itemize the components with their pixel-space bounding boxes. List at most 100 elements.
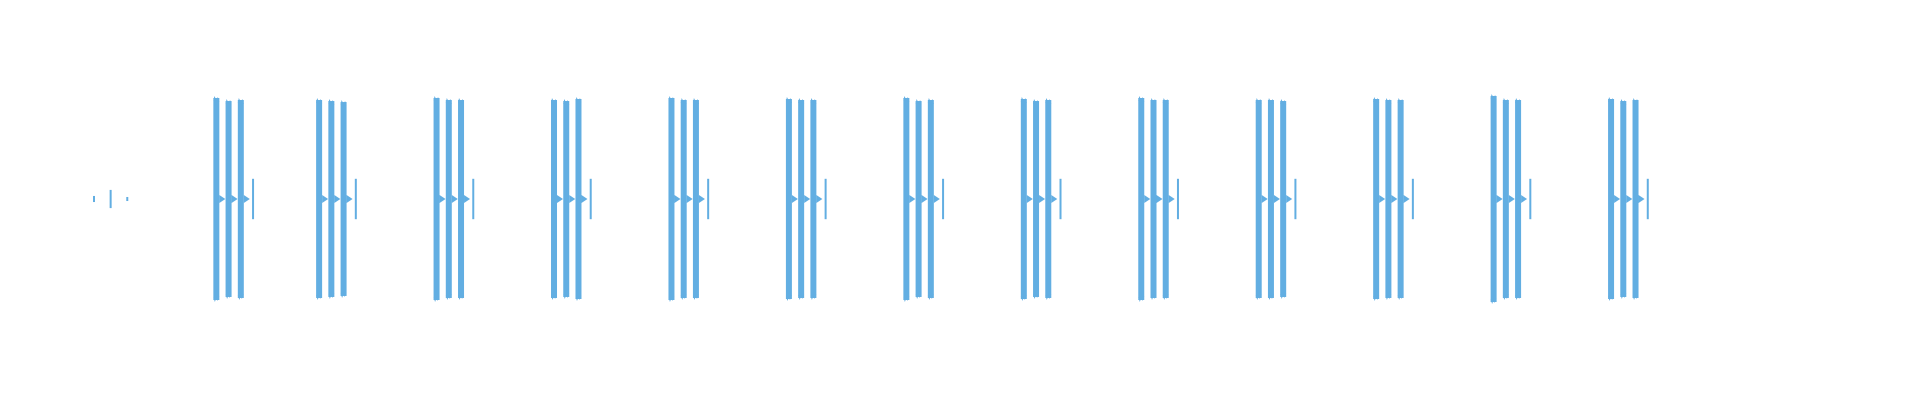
waveform-peak	[1515, 100, 1522, 298]
waveform-peak	[340, 102, 347, 296]
waveform-peak	[1162, 100, 1169, 298]
waveform-peak	[942, 178, 945, 220]
waveform-peak	[810, 100, 817, 298]
waveform-peak	[1033, 101, 1040, 297]
waveform-spike	[1496, 195, 1503, 203]
waveform-spike	[1379, 195, 1386, 203]
waveform-peak	[551, 100, 558, 298]
waveform-peak	[93, 195, 95, 203]
waveform-spike	[1273, 195, 1280, 203]
waveform-peak	[1255, 100, 1262, 298]
waveform-peak	[785, 99, 792, 299]
waveform-spike	[1626, 195, 1633, 203]
waveform-spike	[1403, 195, 1410, 203]
waveform-burst	[1255, 98, 1297, 300]
waveform-spike	[1026, 195, 1033, 203]
waveform-spike	[816, 195, 823, 203]
waveform-peak	[1632, 100, 1639, 298]
waveform-peak	[1502, 100, 1509, 298]
waveform-spike	[346, 195, 353, 203]
waveform-spike	[933, 195, 940, 203]
waveform-peak	[1020, 99, 1027, 299]
waveform-peak	[903, 98, 910, 300]
waveform-spike	[231, 195, 238, 203]
waveform-spike	[1261, 195, 1268, 203]
waveform-spike	[1168, 195, 1175, 203]
waveform-peak	[445, 100, 452, 298]
waveform-burst	[551, 97, 592, 301]
waveform-burst	[433, 96, 475, 302]
waveform-peak	[1620, 101, 1627, 297]
waveform-peak	[824, 178, 827, 220]
waveform-peak	[1490, 95, 1497, 303]
waveform-peak	[680, 100, 687, 298]
waveform-peak	[213, 98, 220, 300]
waveform-spike	[1508, 195, 1515, 203]
waveform-peak	[472, 178, 475, 220]
waveform-spike	[219, 195, 226, 203]
waveform-burst	[668, 96, 710, 302]
waveform-peak	[1138, 98, 1145, 300]
waveform-burst	[213, 96, 255, 302]
waveform-burst	[1490, 93, 1532, 305]
waveform-peak	[1397, 100, 1404, 298]
waveform-spike	[322, 195, 329, 203]
waveform-peak	[798, 100, 805, 298]
waveform-peak	[1294, 178, 1297, 220]
waveform-spike	[1614, 195, 1621, 203]
waveform-spike	[686, 195, 693, 203]
waveform-peak	[1150, 100, 1157, 298]
waveform-peak	[1267, 100, 1274, 298]
waveform-spike	[569, 195, 576, 203]
waveform-peak	[1059, 178, 1062, 220]
waveform-peak	[225, 101, 232, 297]
waveform-spike	[909, 195, 916, 203]
waveform-peak	[1385, 100, 1392, 298]
waveform-burst	[316, 98, 357, 300]
waveform-spike	[921, 195, 928, 203]
waveform-spike	[791, 195, 798, 203]
waveform-peak	[707, 178, 710, 220]
waveform-burst	[93, 189, 129, 209]
waveform-spike	[439, 195, 446, 203]
waveform-spike	[1144, 195, 1151, 203]
waveform-peak	[1646, 178, 1649, 220]
waveform-burst	[1020, 97, 1062, 301]
waveform-spike	[1638, 195, 1645, 203]
waveform-peak	[328, 101, 335, 297]
waveform-peak	[109, 189, 112, 209]
waveform-peak	[458, 100, 465, 298]
waveform-peak	[252, 178, 255, 220]
waveform-peak	[668, 98, 675, 300]
waveform-spike	[1039, 195, 1046, 203]
waveform-burst	[1608, 97, 1649, 301]
waveform-peak	[1373, 99, 1380, 299]
waveform-spike	[1391, 195, 1398, 203]
waveform-spike	[581, 195, 588, 203]
waveform-peak	[1045, 100, 1052, 298]
waveform-spike	[674, 195, 681, 203]
waveform-burst	[1138, 96, 1179, 302]
waveform-spike	[451, 195, 458, 203]
waveform-burst	[903, 96, 945, 302]
waveform-peak	[1529, 178, 1532, 220]
waveform-peak	[927, 100, 934, 298]
waveform-peak	[354, 178, 357, 220]
waveform-peak	[915, 101, 922, 297]
waveform-peak	[563, 101, 570, 297]
waveform-peak	[126, 196, 129, 202]
waveform-spike	[1156, 195, 1163, 203]
waveform-spike	[464, 195, 471, 203]
waveform-spike	[1521, 195, 1528, 203]
waveform-peak	[1608, 99, 1615, 299]
waveform-peak	[692, 100, 699, 298]
waveform-spike	[1286, 195, 1293, 203]
waveform-spike	[334, 195, 341, 203]
waveform-spike	[1051, 195, 1058, 203]
waveform-peak	[1411, 178, 1414, 220]
waveform-peak	[433, 98, 440, 300]
waveform-burst	[1373, 97, 1414, 301]
waveform-spike	[804, 195, 811, 203]
